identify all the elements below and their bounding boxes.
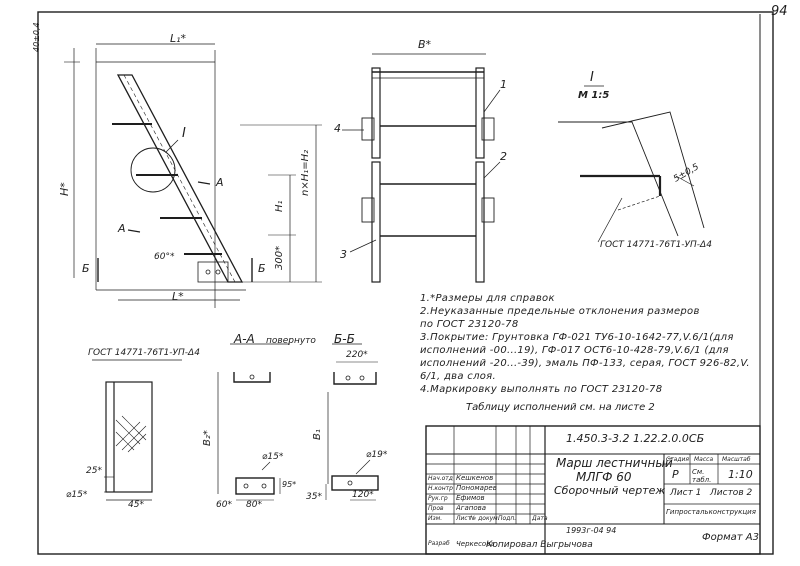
role-name: Ефимов [456,494,485,502]
callout-a-right: A [216,176,224,189]
dim-l1: L₁* [170,32,187,45]
callout-a-left: A [118,222,126,235]
stage-value: Р [672,468,679,481]
section-aa-d15: ⌀15* [262,452,284,462]
detail-scale: M 1:5 [578,90,610,101]
section-gost: ГОСТ 14771-76Т1-УП-Δ4 [88,348,200,358]
col-mass: Масса [694,456,714,463]
note-line: по ГОСТ 23120-78 [420,319,519,330]
dim-h: H* [58,182,71,196]
leader-4: 4 [334,122,341,135]
detail-title: I [590,70,594,85]
role-label: Пров [428,505,444,512]
section-aa-d60: 60* [216,500,232,510]
note-line: 6/1, два слоя. [420,371,496,382]
callout-I: I [182,126,186,141]
role-name: Пономарев [456,484,497,492]
role-label: Нач.отд [428,475,453,482]
callout-b-left: Б [82,262,90,275]
section-bb [325,343,379,501]
left-dim-45: 45* [128,500,144,510]
leader-3: 3 [340,248,347,261]
sheet-value: Лист 1 [670,488,702,498]
role-name: Кешкенов [456,474,494,482]
left-detail [92,359,182,501]
left-dim-15: ⌀15* [66,490,88,500]
title-date: 1993г-04 94 [566,526,617,535]
sheet-number: 94 [771,4,788,19]
org-name: Гипростальконструкция [666,508,756,516]
col-scale: Масштаб [722,456,751,463]
dim-n-h: n×H₁=H₂ [300,149,311,196]
role-name: Черкесова [456,540,495,548]
role-label: Рук.гр [428,495,448,502]
detail-I [558,85,705,243]
section-aa [217,343,290,501]
dim-h1: H₁ [274,200,285,212]
dim-angle: 60°* [154,252,175,262]
callout-b-right: Б [258,262,266,275]
section-bb-title: Б-Б [334,332,355,346]
header-col: № докум. [470,515,500,522]
detail-gost: ГОСТ 14771-76Т1-УП-Δ4 [600,240,712,250]
note-line: 2.Неуказанные предельные отклонения разм… [420,306,700,317]
section-bb-d120: 120* [352,490,374,500]
note-line: исполнений -20...-39), эмаль ПФ-133, сер… [420,358,750,369]
section-aa-d80: 80* [246,500,262,510]
section-bb-b1: B₁ [312,429,323,440]
scale-value: 1:10 [728,468,753,481]
title-block-grid [425,425,761,555]
note-line: 4.Маркировку выполнять по ГОСТ 23120-78 [420,384,663,395]
role-name: Агапова [456,504,487,512]
header-col: Изм. [428,515,443,522]
dim-l: L* [172,290,184,303]
title-name-3: Сборочный чертеж [554,484,666,497]
title-name-2: МЛГФ 60 [576,470,632,484]
role-label: Разраб [428,540,450,547]
role-label: Н.контр [428,485,453,492]
stair-front-view [342,53,501,283]
notes-block: 1.*Размеры для справок 2.Неуказанные пре… [420,292,754,396]
note-line: 3.Покрытие: Грунтовка ГФ-021 ТУ6-10-1642… [420,332,734,343]
leader-2: 2 [500,150,507,163]
left-dim-25: 25* [86,466,102,476]
footer-copied: Копировал Выгрычова [486,540,593,550]
section-bb-d220: 220* [346,350,368,360]
table-reference: Таблицу исполнений см. на листе 2 [466,402,655,413]
dim-b: B* [418,38,432,51]
note-line: исполнений -00...19), ГФ-017 ОСТ6-10-428… [420,345,729,356]
header-col: Подп. [498,515,517,522]
note-line: 1.*Размеры для справок [420,293,555,304]
dim-top-offset: 40±0,4 [32,22,41,52]
stair-elevation [64,43,322,308]
section-aa-d95: 95* [282,480,297,489]
dim-300: 300* [274,245,285,270]
leader-1: 1 [500,78,507,91]
title-name-1: Марш лестничный [556,456,673,470]
title-code: 1.450.3-3.2 1.22.2.0.0СБ [566,432,705,445]
header-col: Дата [532,515,548,522]
header-col: Лист [456,515,472,522]
section-bb-d35: 35* [306,492,322,502]
footer-format: Формат А3 [702,532,759,543]
section-aa-title: А-А [234,332,255,346]
section-bb-d19: ⌀19* [366,450,388,460]
sheets-value: Листов 2 [710,488,753,498]
section-aa-b2: B₂* [202,430,213,446]
sheet-frame [37,11,774,555]
section-aa-note: повернуто [266,336,316,346]
mass-value: См. табл. [692,468,712,484]
col-stage: Стадия [666,456,690,463]
